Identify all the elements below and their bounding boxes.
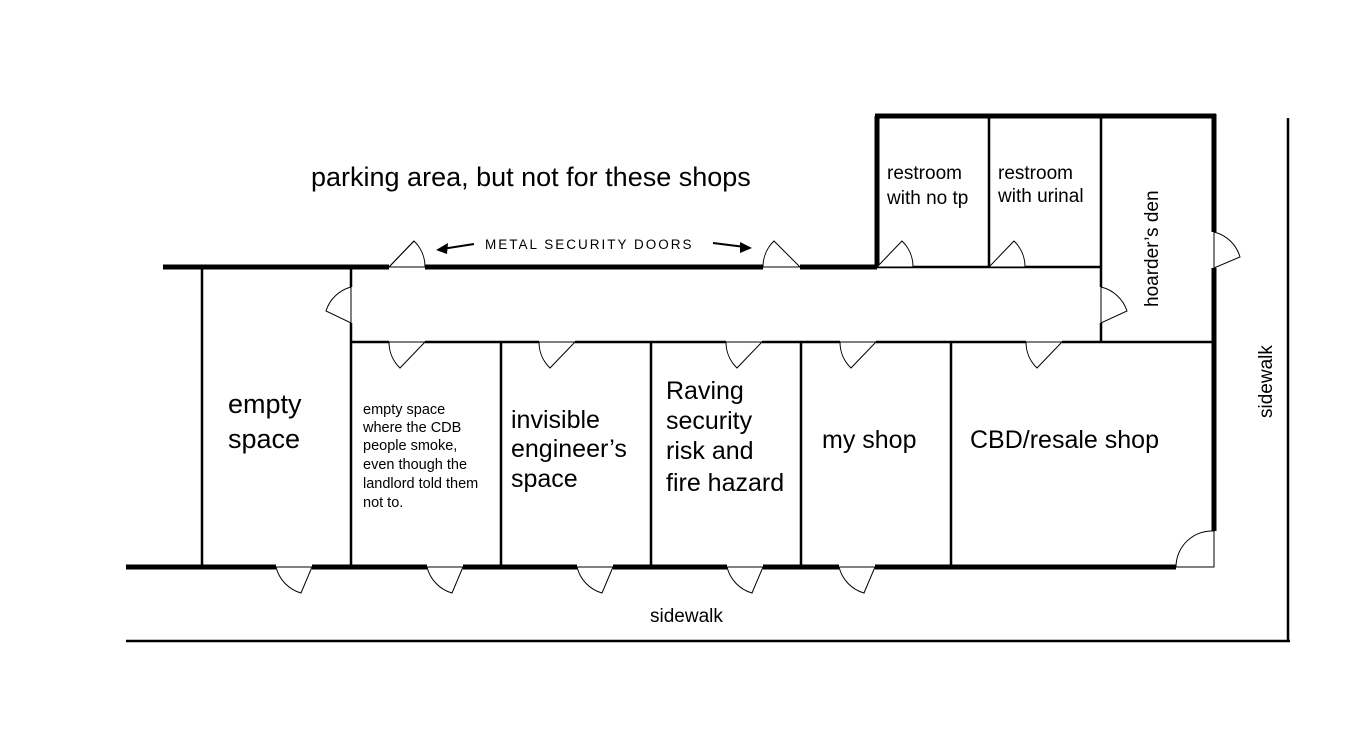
door-restroom-tp <box>875 240 914 268</box>
raving-space-line-1: Raving <box>666 377 744 405</box>
door-raving-street <box>726 566 764 594</box>
raving-space-line-4: fire hazard <box>666 469 784 497</box>
door-smoke-street <box>426 566 464 594</box>
sidewalk-bottom-label: sidewalk <box>650 606 723 627</box>
door-side-empty <box>325 286 352 324</box>
engineer-space-line-1: invisible <box>511 406 600 434</box>
smoke-space-line-6: not to. <box>363 495 403 511</box>
smoke-space-line-2: where the CDB <box>362 420 461 436</box>
security-door-right <box>762 240 802 268</box>
parking-label: parking area, but not for these shops <box>311 162 751 192</box>
my-shop-label: my shop <box>822 426 916 454</box>
door-cbd <box>1025 341 1064 369</box>
door-engineer <box>538 341 577 369</box>
engineer-space-line-2: engineer’s <box>511 435 627 463</box>
sidewalk-right-label: sidewalk <box>1256 345 1277 418</box>
exterior-walls <box>126 113 1217 570</box>
engineer-space-line-3: space <box>511 465 578 493</box>
cbd-shop-label: CBD/resale shop <box>970 426 1159 454</box>
door-cbd-corner <box>1175 530 1215 568</box>
smoke-space-line-1: empty space <box>363 402 445 418</box>
restroom-no-tp-line-2: with no tp <box>886 188 968 209</box>
empty-space-line-1: empty <box>228 389 302 419</box>
empty-space-line-2: space <box>228 424 300 454</box>
doors <box>275 231 1241 594</box>
door-my-shop <box>839 341 878 369</box>
smoke-space-line-4: even though the <box>363 457 467 473</box>
smoke-space-line-5: landlord told them <box>363 476 478 492</box>
raving-space-line-3: risk and <box>666 437 754 465</box>
security-door-left <box>387 240 426 268</box>
door-engineer-street <box>576 566 614 594</box>
restroom-no-tp-line-1: restroom <box>887 163 962 184</box>
door-raving <box>725 341 764 369</box>
door-empty-street <box>275 566 313 594</box>
interior-walls <box>200 116 1214 567</box>
security-door-arrows <box>436 242 752 254</box>
door-my-shop-street <box>838 566 876 594</box>
door-restroom-urinal <box>987 240 1026 268</box>
door-hoarder-outside <box>1213 231 1241 269</box>
security-doors-label: METAL SECURITY DOORS <box>485 237 694 252</box>
restroom-urinal-line-1: restroom <box>998 163 1073 184</box>
restroom-urinal-line-2: with urinal <box>997 186 1084 207</box>
door-smoke-space <box>388 341 427 369</box>
raving-space-line-2: security <box>666 407 753 435</box>
smoke-space-line-3: people smoke, <box>363 438 457 454</box>
sidewalk-borders <box>126 118 1290 643</box>
hoarders-den-label: hoarder’s den <box>1142 190 1163 307</box>
door-hoarder-hall <box>1100 286 1128 324</box>
